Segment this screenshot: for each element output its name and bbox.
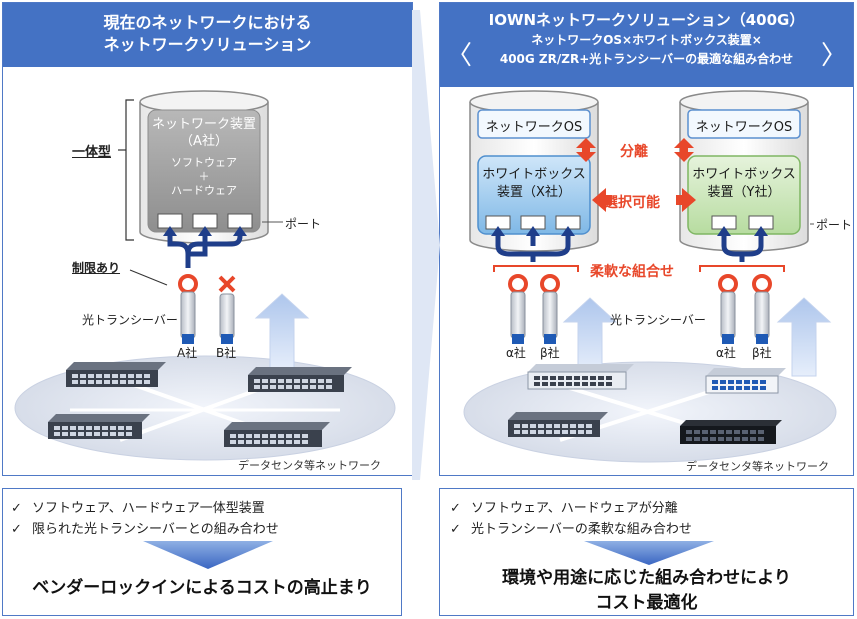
flexible-bracket-y [699,265,785,272]
right-up-arrow-2 [776,297,832,377]
transition-chevron [412,10,440,480]
right-beta1: β社 [540,346,560,360]
header-bracket-left: 〈 [446,41,473,71]
right-transceiver-beta1 [540,274,560,344]
left-diagram [14,90,396,461]
left-device-hardware: ハードウェア [171,184,237,197]
left-vendor-b: B社 [216,346,237,360]
left-check-item-1: ✓ ソフトウェア、ハードウェア一体型装置 [11,497,265,516]
left-device-label: ネットワーク装置 （A社） ソフトウェア ＋ ハードウェア [148,116,260,198]
selectable-label: 選択可能 [604,195,660,211]
left-switch-1 [66,362,166,387]
left-switch-4 [224,422,330,447]
right-title-line2: ネットワークOS×ホワイトボックス装置× [531,33,762,47]
right-port-label: ポート [816,218,853,232]
separation-arrow-x [576,138,596,162]
left-check1-text: ソフトウェア、ハードウェア一体型装置 [32,501,265,516]
right-diagram [463,90,837,463]
right-os-x-label: ネットワークOS [485,120,583,135]
right-down-arrow [584,541,714,565]
left-down-arrow [143,541,273,569]
left-port-3 [227,213,253,229]
left-port-label: ポート [285,217,322,231]
left-vendor-a: A社 [177,346,198,360]
left-transceiver-b [219,293,235,339]
right-os-x-box [477,109,591,139]
left-up-arrow [254,293,310,371]
right-alpha2: α社 [716,346,736,360]
right-switch-3 [508,412,608,437]
left-title-line1: 現在のネットワークにおける [103,13,312,32]
left-transceiver-a-ring [178,274,198,294]
right-check-item-1: ✓ ソフトウェア、ハードウェアが分離 [450,497,678,516]
left-device-plus: ＋ [198,170,210,183]
check-icon: ✓ [11,501,22,516]
left-device-software: ソフトウェア [171,156,237,169]
left-check-item-2: ✓ 限られた光トランシーバーとの組み合わせ [11,518,279,537]
selectable-arrow-right [676,188,696,212]
left-title-line2: ネットワークソリューション [103,35,312,54]
right-whitebox-x-line1: ホワイトボックス [482,167,586,182]
right-switch-4 [680,420,782,444]
right-conclusion-line2: コスト最適化 [595,593,698,613]
check-icon: ✓ [450,501,461,516]
right-up-arrow-1 [562,297,618,373]
left-port-1 [157,213,183,229]
right-whitebox-y-line2: 装置（Y社） [707,185,781,200]
left-port-2 [192,213,218,229]
right-beta2: β社 [752,346,772,360]
left-transceiver-a [180,291,196,339]
check-icon: ✓ [11,522,22,537]
right-check-item-2: ✓ 光トランシーバーの柔軟な組み合わせ [450,518,692,537]
separation-label: 分離 [620,144,648,160]
right-summary-panel: ✓ ソフトウェア、ハードウェアが分離 ✓ 光トランシーバーの柔軟な組み合わせ 環… [439,488,854,616]
left-integrated-label: 一体型 [72,145,112,160]
flexible-bracket-x [493,265,579,272]
right-os-y-box [687,109,801,139]
left-transceiver-b-cross [218,275,236,293]
right-os-y-label: ネットワークOS [695,120,793,135]
separation-arrow-y [674,138,694,162]
left-transceiver-label: 光トランシーバー [82,313,178,327]
left-conclusion: ベンダーロックインによるコストの高止まり [32,578,372,598]
left-switch-3 [48,414,150,439]
right-transceiver-beta2 [752,274,772,344]
left-switch-2 [248,367,352,392]
left-device-line2: （A社） [180,134,228,149]
right-alpha1: α社 [506,346,526,360]
right-transceiver-alpha1 [508,274,528,344]
right-switch-2 [705,368,786,394]
flexible-label: 柔軟な組合せ [590,264,674,280]
header-bracket-right: 〉 [820,41,847,71]
left-connection-arrows [167,234,243,268]
check-icon: ✓ [450,522,461,537]
right-check1-text: ソフトウェア、ハードウェアが分離 [471,501,678,516]
left-summary-panel: ✓ ソフトウェア、ハードウェア一体型装置 ✓ 限られた光トランシーバーとの組み合… [2,488,402,616]
right-whitebox-x-line2: 装置（X社） [497,185,571,200]
left-device-line1: ネットワーク装置 [151,117,256,132]
right-whitebox-y-label: ホワイトボックス 装置（Y社） [688,166,800,202]
right-whitebox-x-label: ホワイトボックス 装置（X社） [478,166,590,202]
right-title-line3: 400G ZR/ZR+光トランシーバーの最適な組み合わせ [499,52,794,66]
left-check2-text: 限られた光トランシーバーとの組み合わせ [32,522,279,537]
right-panel-header: IOWNネットワークソリューション（400G） ネットワークOS×ホワイトボック… [440,3,853,87]
left-network-label: データセンタ等ネットワーク [238,459,381,472]
right-transceiver-label: 光トランシーバー [610,313,706,327]
selectable-arrow-left [592,188,612,212]
right-network-label: データセンタ等ネットワーク [686,460,829,473]
right-whitebox-y-line1: ホワイトボックス [692,167,796,182]
right-transceiver-alpha2 [718,274,738,344]
left-restricted-label: 制限あり [72,261,121,275]
left-panel-header: 現在のネットワークにおける ネットワークソリューション [3,3,412,67]
right-conclusion-line1: 環境や用途に応じた組み合わせにより [502,568,791,588]
right-check2-text: 光トランシーバーの柔軟な組み合わせ [471,522,692,537]
right-switch-1 [527,364,634,390]
right-title-line1: IOWNネットワークソリューション（400G） [488,11,805,29]
